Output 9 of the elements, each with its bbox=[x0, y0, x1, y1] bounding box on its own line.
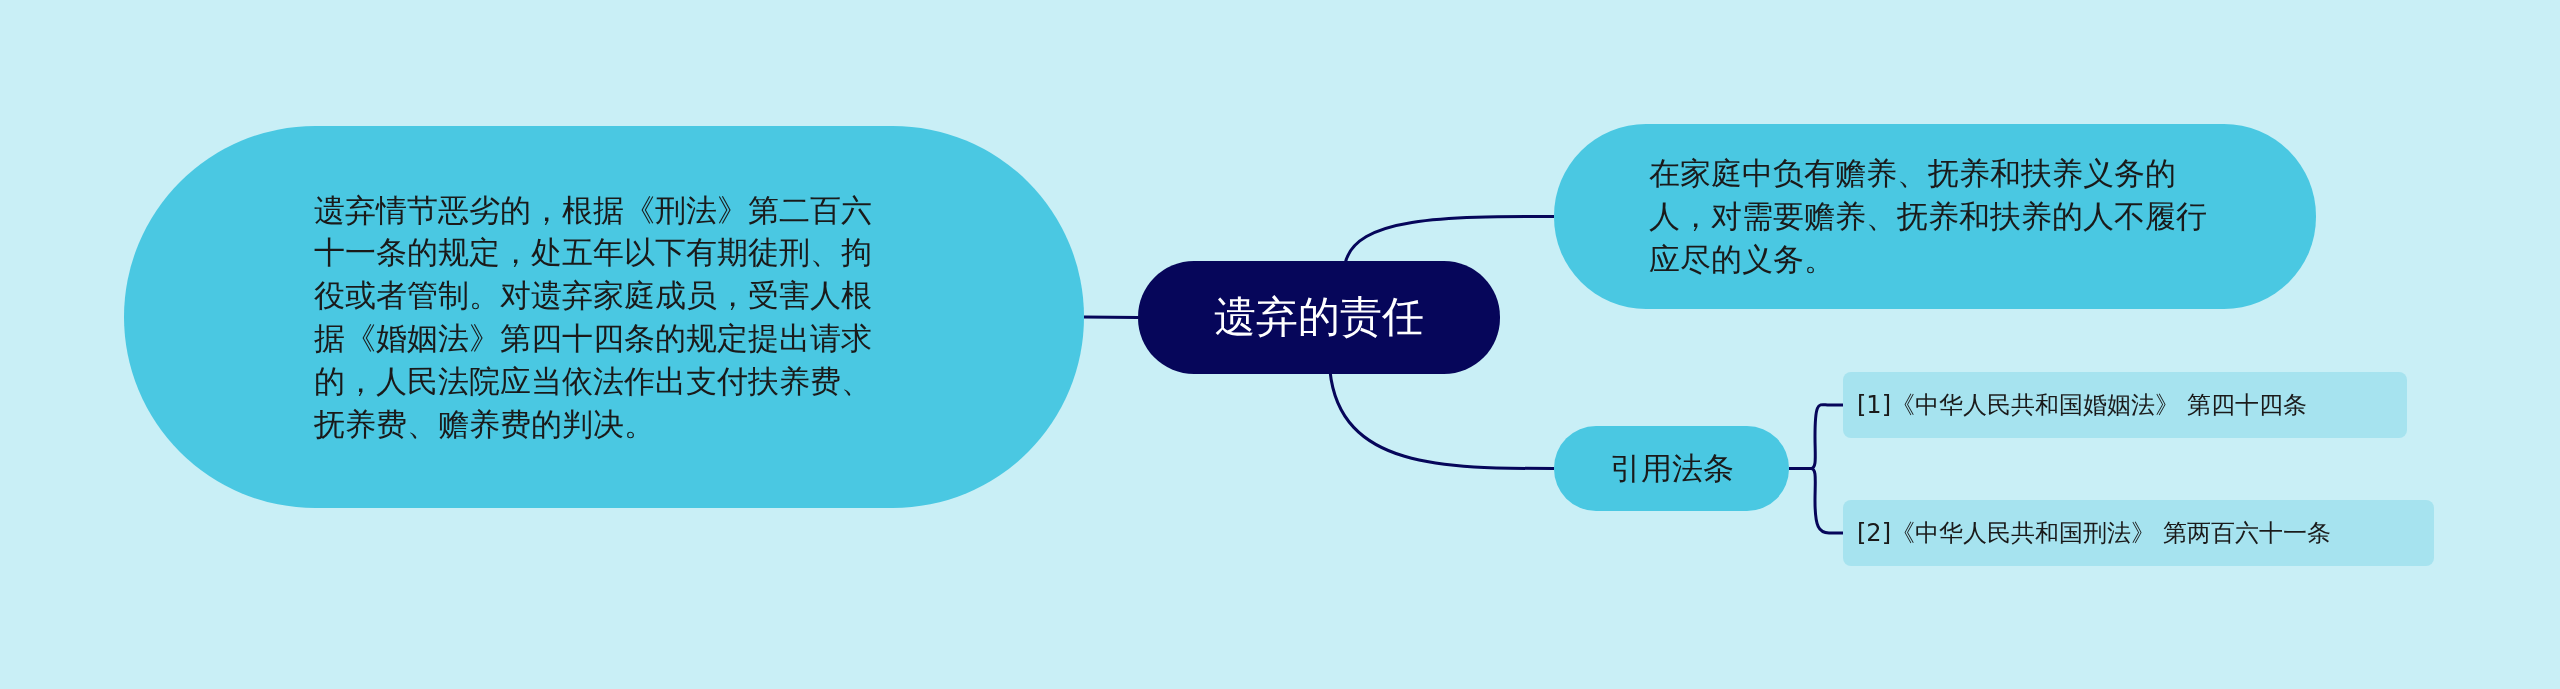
reference-item bbox=[1843, 500, 2434, 566]
node-text: 引用法条 bbox=[1609, 449, 1734, 488]
node-text: 遗弃的责任 bbox=[1214, 292, 1424, 343]
node-text: [2]《中华人民共和国刑法》 第两百六十一条 bbox=[1857, 518, 2331, 548]
node-text: [1]《中华人民共和国婚姻法》 第四十四条 bbox=[1857, 390, 2307, 420]
node-text: 在家庭中负有赡养、抚养和扶养义务的人，对需要赡养、抚养和扶养的人不履行应尽的义务。 bbox=[1649, 154, 2208, 279]
node-text: 遗弃情节恶劣的，根据《刑法》第二百六十一条的规定，处五年以下有期徒刑、拘役或者管制。对遗弃家庭成员，受害人根据《婚姻法》第四十四条的规定提出请求的，人民法院应当依法作出支付扶养费、抚养费、赡养费的判决。 bbox=[314, 190, 873, 444]
reference-item bbox=[1843, 372, 2407, 438]
connector-line bbox=[1084, 315, 1138, 319]
